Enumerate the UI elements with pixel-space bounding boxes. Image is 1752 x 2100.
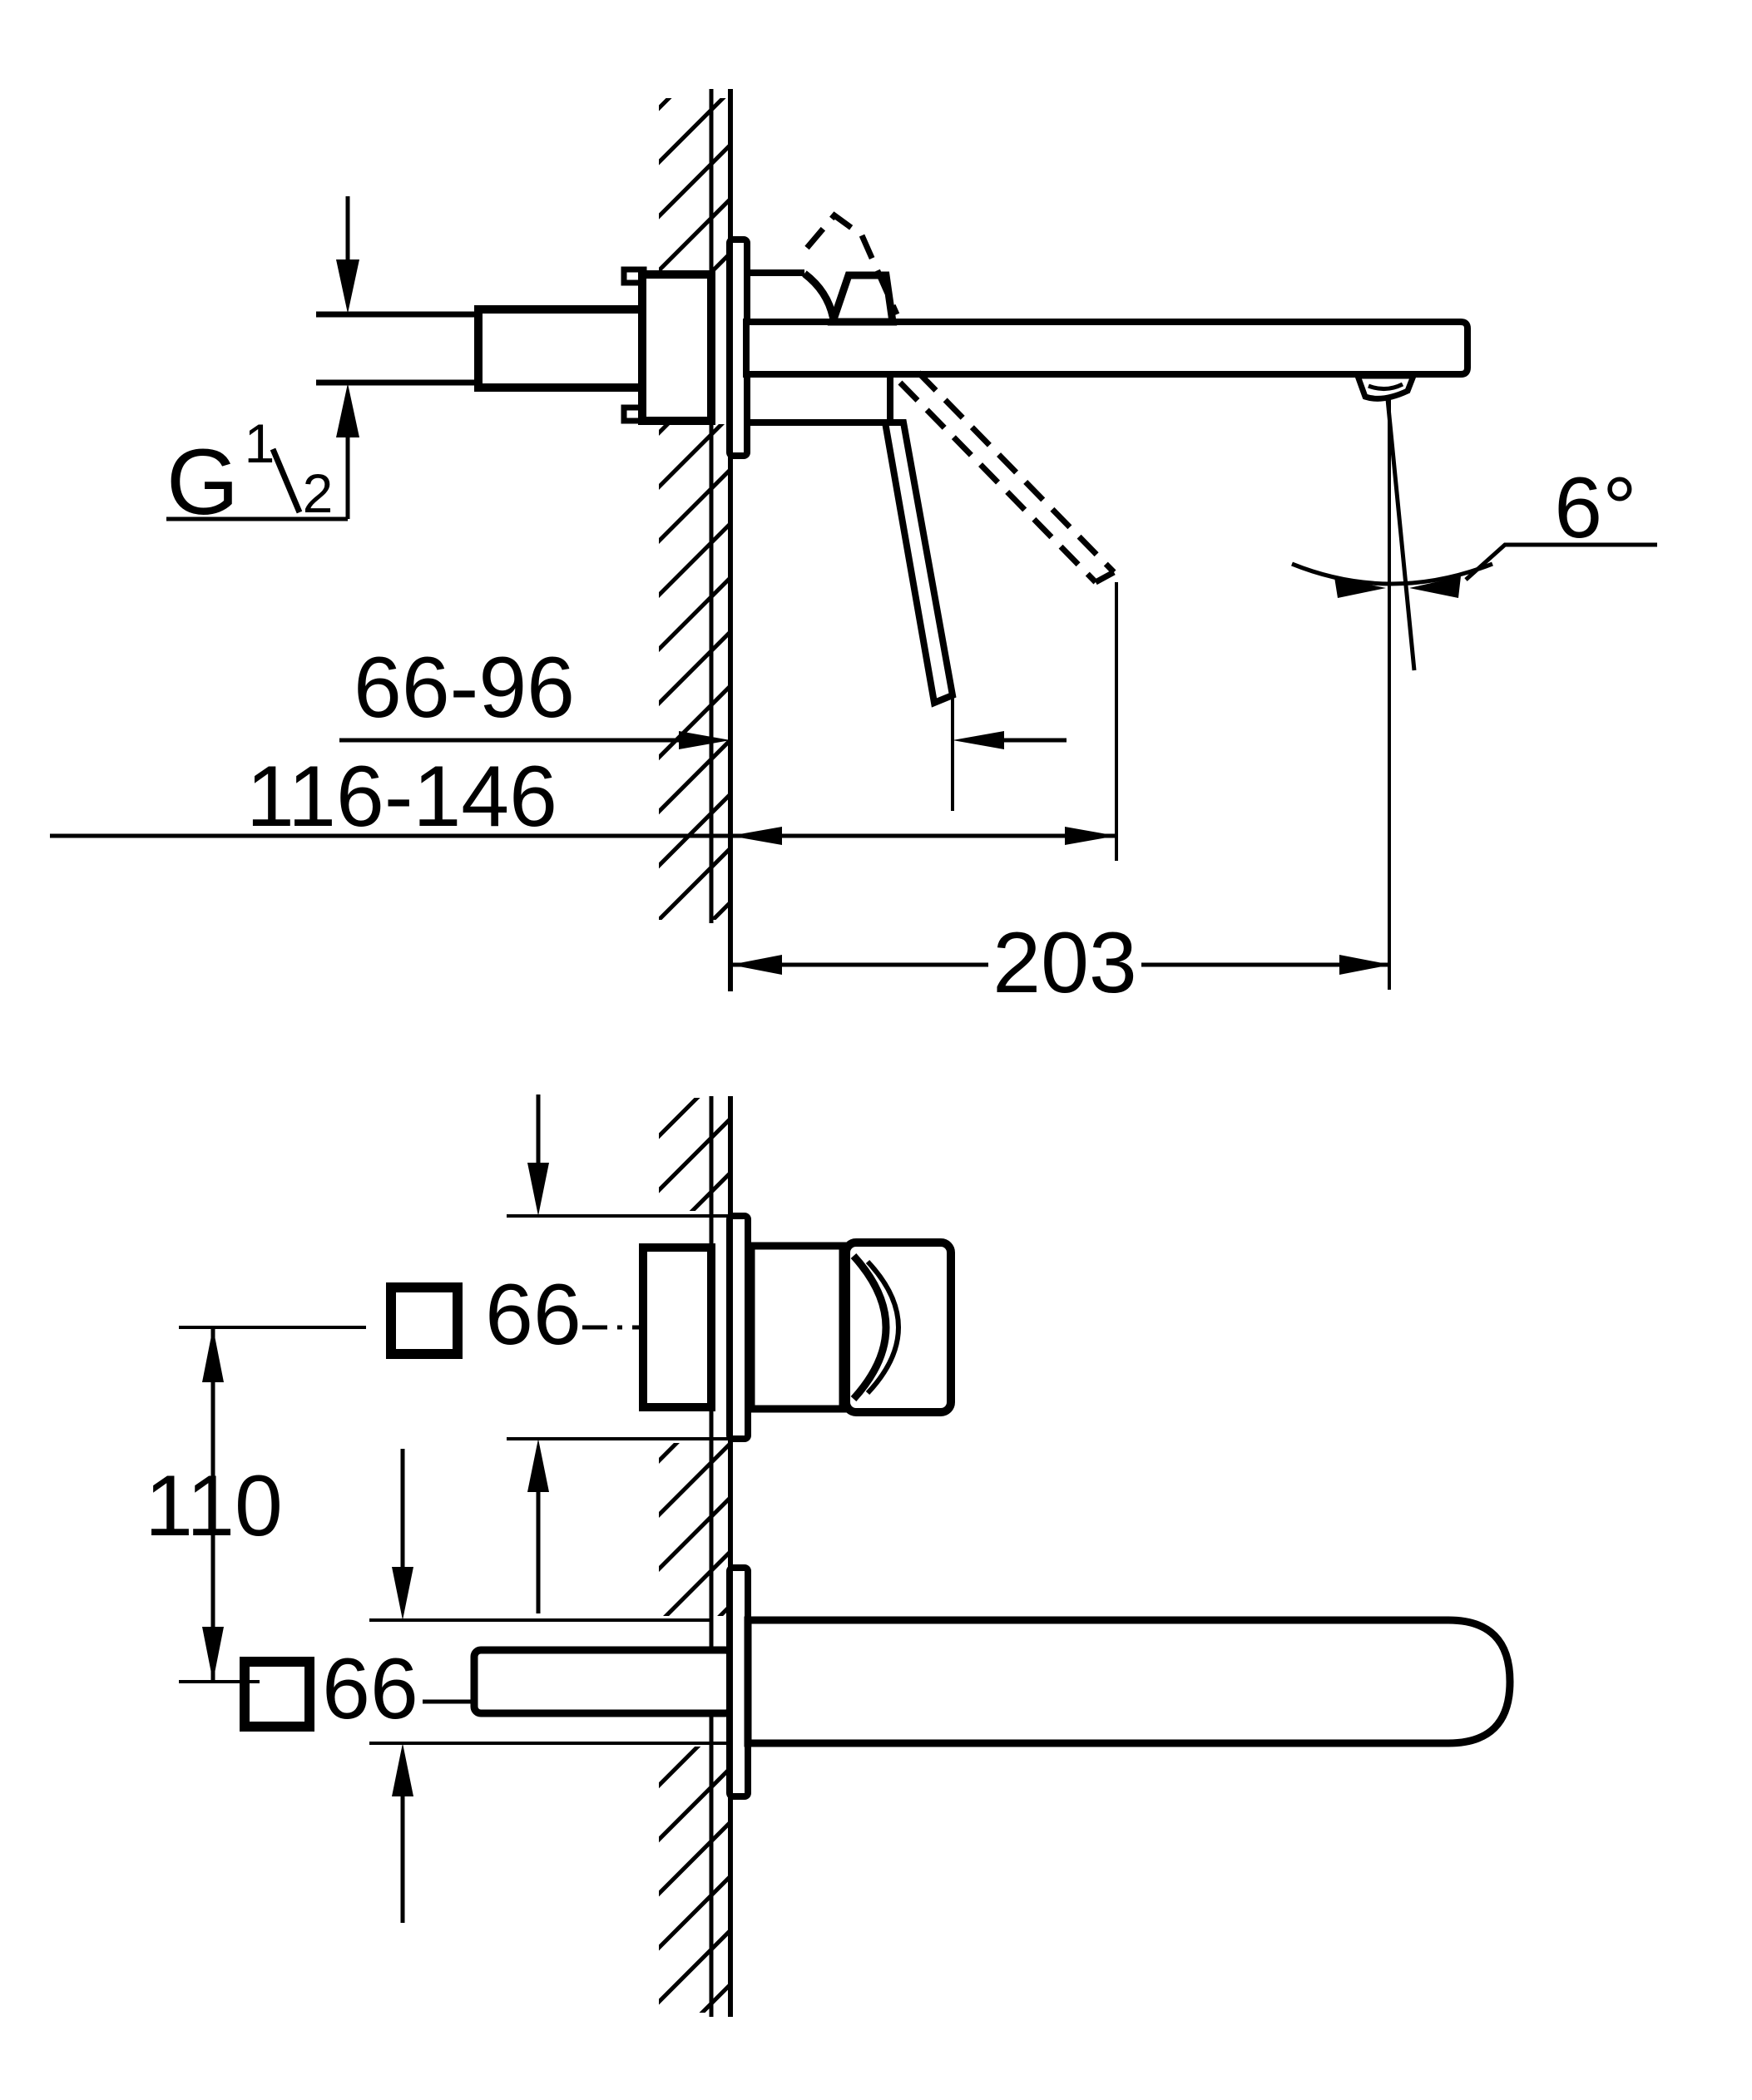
- mounting-flange: [638, 270, 715, 425]
- square-symbol-icon: [386, 1282, 463, 1359]
- handle-crescent-outer: [850, 1253, 890, 1402]
- thread-numerator: 1: [245, 413, 275, 474]
- valve-housing: [639, 1243, 715, 1411]
- arrowhead-left-icon: [1409, 576, 1461, 598]
- body-bottom-line: [746, 376, 893, 426]
- wall-hatch-upper: [659, 1098, 730, 1211]
- handle-raised-edge-a: [898, 380, 1098, 585]
- arrowhead-right-icon: [679, 731, 730, 749]
- thread-letter: G: [166, 430, 239, 534]
- thread-dimension: G 1 2: [166, 196, 359, 534]
- dimension-wall-to-handle-raised: 116-146: [50, 582, 1118, 861]
- arrowhead-up-icon: [202, 1327, 224, 1382]
- handle-raised-silhouette: [804, 211, 900, 316]
- front-view: 66 110 66: [145, 1094, 1514, 2017]
- dimension-stream-angle: 6°: [1291, 460, 1657, 598]
- wall-hatch-lower: [659, 1747, 730, 2013]
- handle-raised-tip: [1094, 569, 1116, 586]
- aerator-group: [1354, 373, 1418, 990]
- dim-value-center-distance: 110: [145, 1458, 283, 1554]
- arrowhead-down-icon: [392, 1567, 413, 1620]
- arrowhead-up-icon: [336, 383, 359, 437]
- handle-lever: [881, 419, 957, 708]
- handle-raised-edge-b: [916, 370, 1116, 575]
- valve-sleeve: [747, 1242, 847, 1413]
- wall-hatch-upper: [659, 98, 730, 271]
- handle-escutcheon: [726, 1213, 751, 1442]
- arrowhead-left-icon: [730, 955, 782, 975]
- dimension-handle-escutcheon: 66: [386, 1094, 730, 1613]
- wall-hatch-middle: [659, 1443, 730, 1616]
- dim-value-spout-escutcheon: 66: [322, 1641, 418, 1737]
- dim-value-wall-to-handle: 66-96: [354, 640, 575, 736]
- arrowhead-down-icon: [202, 1627, 224, 1682]
- wall-hatch-lower: [659, 424, 730, 920]
- dim-value-spout-reach: 203: [992, 915, 1137, 1011]
- handle-base-arc: [802, 270, 838, 321]
- arrowhead-up-icon: [392, 1743, 413, 1796]
- dimension-spout-reach: 203: [730, 915, 1391, 1011]
- arrowhead-down-icon: [527, 1163, 549, 1216]
- handle-knob: [827, 271, 898, 326]
- leader-line: [1464, 542, 1657, 581]
- arrowhead-left-icon: [730, 827, 782, 845]
- arrowhead-right-icon: [1339, 955, 1391, 975]
- fraction-slash-icon: [270, 447, 303, 514]
- dimension-wall-to-handle: 66-96: [339, 640, 1067, 811]
- dim-value-wall-to-handle-raised: 116-146: [246, 749, 557, 845]
- arrowhead-down-icon: [336, 259, 359, 314]
- square-symbol-icon: [240, 1657, 314, 1732]
- side-section-view: 66-96 116-146 203 G 1 2: [50, 89, 1657, 1011]
- dim-value-stream-angle: 6°: [1554, 460, 1636, 556]
- arrowhead-left-icon: [953, 731, 1004, 749]
- cube-handle: [842, 1238, 955, 1416]
- dimension-center-distance: 110: [145, 1326, 366, 1683]
- spout: [743, 319, 1471, 378]
- water-stream-line: [1385, 398, 1417, 671]
- spout-front: [744, 1616, 1514, 1747]
- handle-crescent-inner: [865, 1259, 901, 1396]
- dimension-spout-escutcheon: 66: [240, 1449, 748, 1923]
- supply-pipe: [316, 311, 478, 386]
- arrowhead-up-icon: [527, 1439, 549, 1492]
- dim-value-handle-escutcheon: 66: [485, 1267, 582, 1363]
- handle-raised-position: [804, 211, 1116, 586]
- spout-supply-stub: [470, 1646, 736, 1717]
- mixer-body: [746, 269, 898, 426]
- arrowhead-right-icon: [1334, 577, 1386, 598]
- angle-arc: [1291, 561, 1493, 586]
- arrowhead-right-icon: [1065, 827, 1116, 845]
- aerator-detail-line: [1368, 382, 1404, 391]
- thread-denominator: 2: [303, 462, 334, 524]
